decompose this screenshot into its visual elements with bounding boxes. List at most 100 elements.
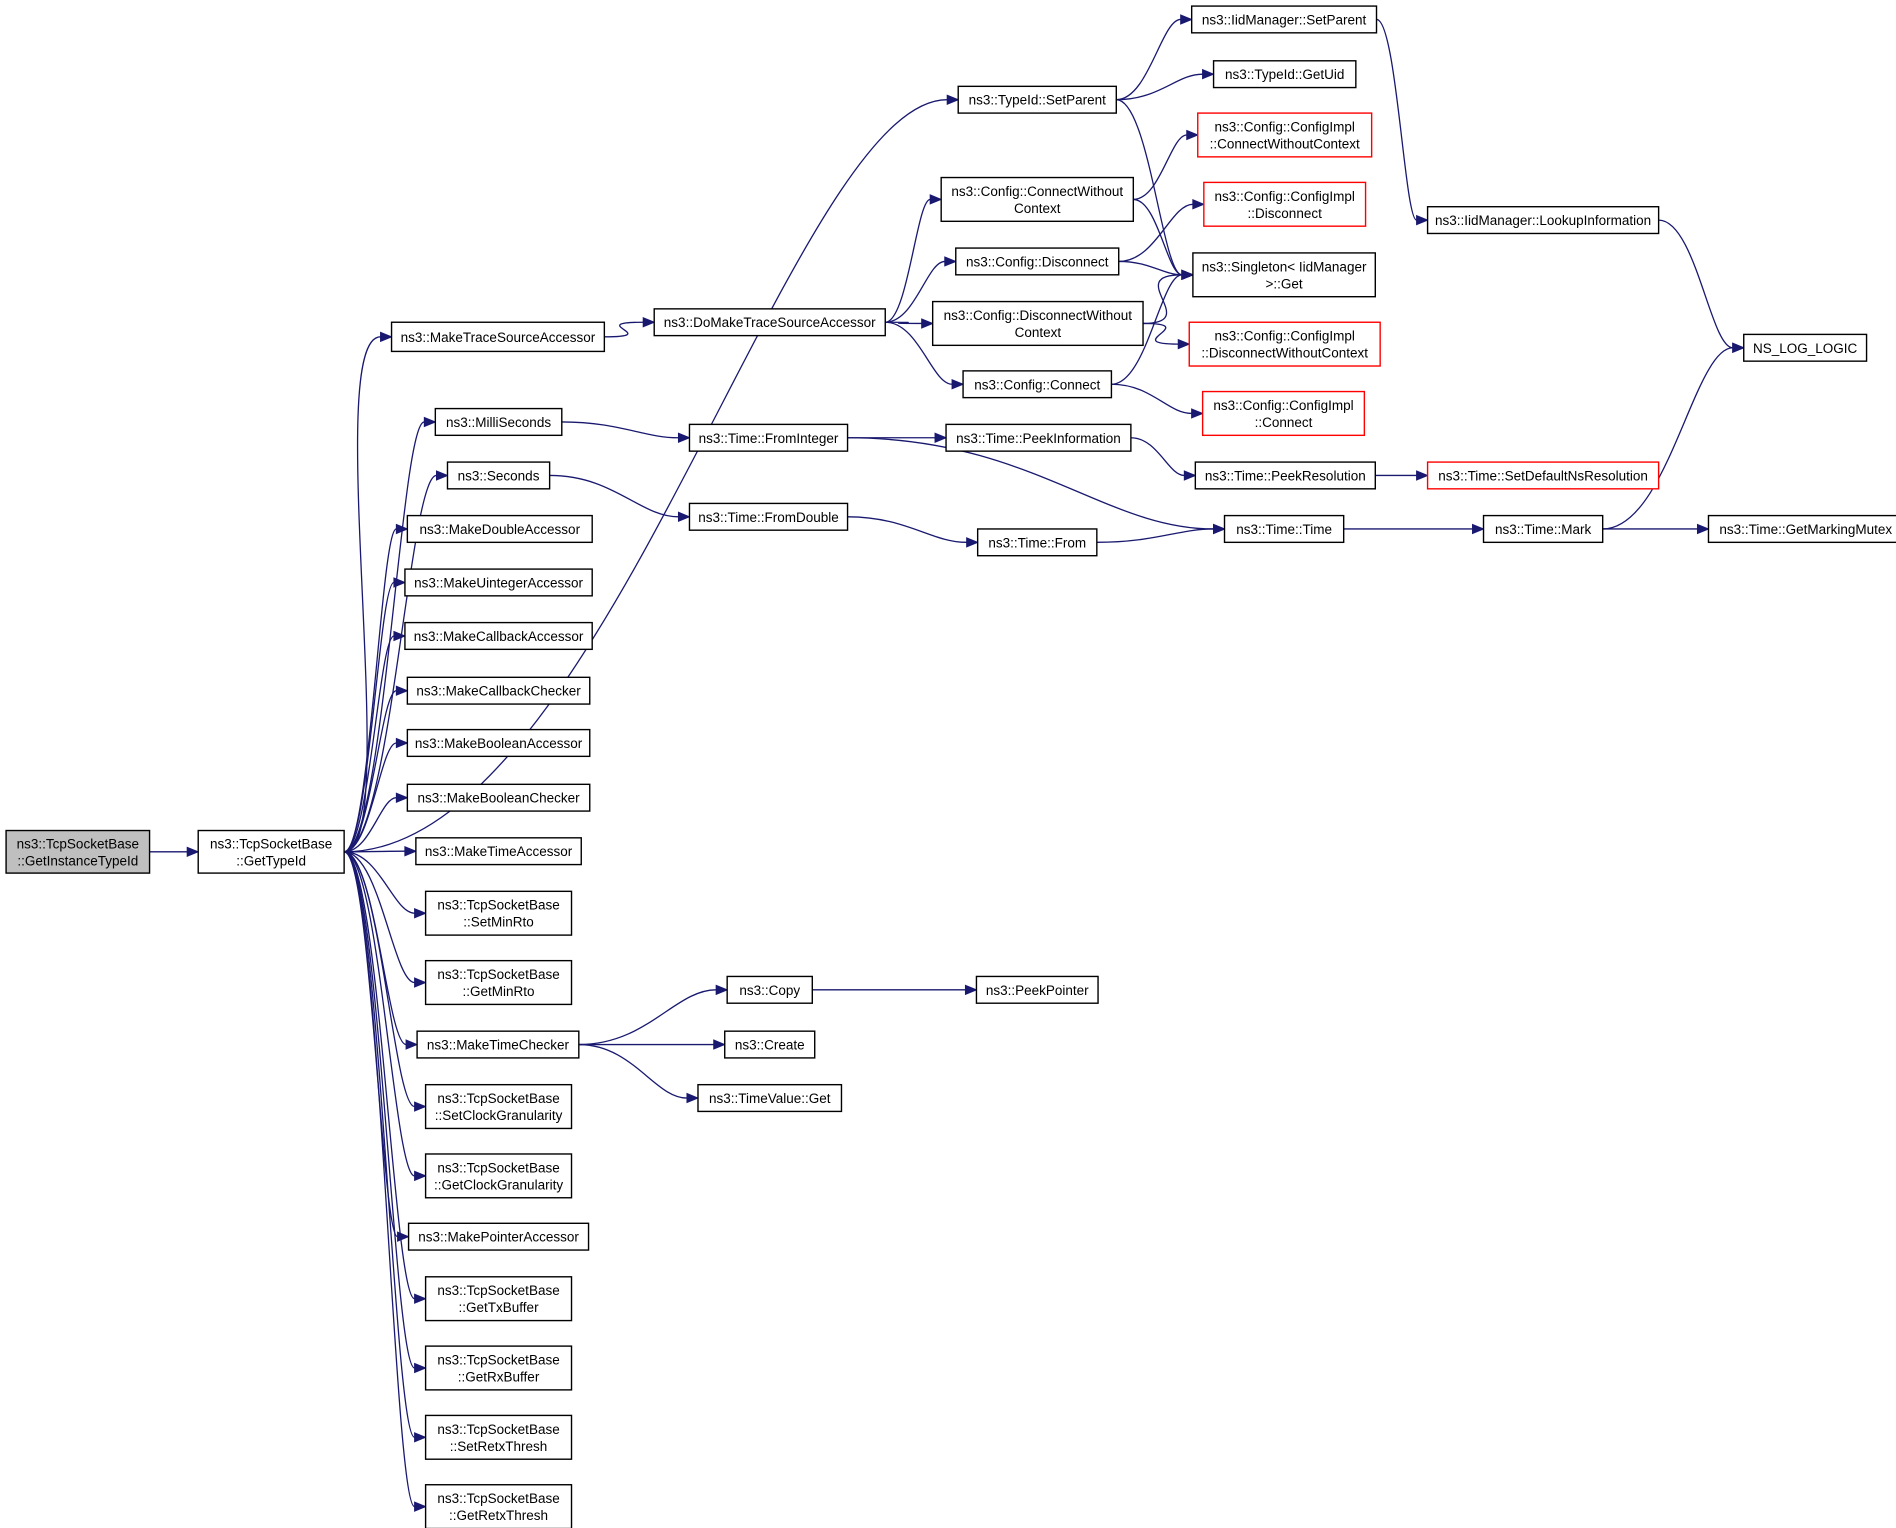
node-time-value-get[interactable]: ns3::TimeValue::Get <box>697 1083 843 1113</box>
arrowhead-icon <box>929 194 943 205</box>
node-config-disconnect-without-context[interactable]: ns3::Config::DisconnectWithoutContext <box>931 300 1144 347</box>
node-label: ::GetInstanceTypeId <box>17 853 138 868</box>
arrowhead-icon <box>1191 408 1204 419</box>
edge-make-time-checker-to-time-value-get <box>578 1043 700 1104</box>
node-box <box>957 85 1117 114</box>
node-label: ns3::MakeTimeAccessor <box>425 844 573 859</box>
node-config-connect-without-context[interactable]: ns3::Config::ConnectWithoutContext <box>940 176 1135 223</box>
edge-line <box>847 516 967 543</box>
node-make-boolean-accessor[interactable]: ns3::MakeBooleanAccessor <box>406 728 591 758</box>
node-make-time-checker[interactable]: ns3::MakeTimeChecker <box>416 1030 580 1059</box>
node-set-min-rto[interactable]: ns3::TcpSocketBase::SetMinRto <box>424 890 573 936</box>
node-time-get-marking-mutex[interactable]: ns3::Time::GetMarkingMutex <box>1707 514 1896 544</box>
node-box <box>1188 321 1381 367</box>
node-box <box>962 370 1113 399</box>
node-config-connect[interactable]: ns3::Config::Connect <box>962 370 1113 399</box>
node-time-peek-resolution[interactable]: ns3::Time::PeekResolution <box>1194 461 1376 490</box>
node-seconds[interactable]: ns3::Seconds <box>446 461 551 490</box>
arrowhead-icon <box>395 737 409 749</box>
edge-type-id-set-parent-to-type-id-get-uid <box>1116 68 1215 101</box>
node-config-disconnect[interactable]: ns3::Config::Disconnect <box>955 247 1120 276</box>
node-time-from-double[interactable]: ns3::Time::FromDouble <box>688 502 849 531</box>
node-time-time[interactable]: ns3::Time::Time <box>1223 514 1345 544</box>
node-time-set-default-ns-resolution[interactable]: ns3::Time::SetDefaultNsResolution <box>1426 461 1660 490</box>
node-peek-pointer[interactable]: ns3::PeekPointer <box>975 975 1099 1004</box>
node-label: ns3::TcpSocketBase <box>437 898 559 913</box>
node-label: ns3::TypeId::GetUid <box>1225 67 1344 82</box>
edge-time-peek-information-to-time-peek-resolution <box>1130 437 1197 481</box>
node-make-callback-accessor[interactable]: ns3::MakeCallbackAccessor <box>404 621 593 651</box>
node-make-uinteger-accessor[interactable]: ns3::MakeUintegerAccessor <box>404 568 593 597</box>
node-box <box>1194 461 1376 490</box>
arrowhead-icon <box>414 1293 427 1304</box>
node-create[interactable]: ns3::Create <box>724 1030 816 1059</box>
node-make-pointer-accessor[interactable]: ns3::MakePointerAccessor <box>407 1222 590 1251</box>
node-label: ns3::MilliSeconds <box>446 415 551 430</box>
edge-config-connect-to-singleton-get <box>1111 269 1195 385</box>
node-iid-manager-lookup-information[interactable]: ns3::IidManager::LookupInformation <box>1426 206 1660 235</box>
node-milli-seconds[interactable]: ns3::MilliSeconds <box>434 407 563 437</box>
node-config-impl-disconnect-without-context[interactable]: ns3::Config::ConfigImpl::DisconnectWitho… <box>1188 321 1381 367</box>
node-box <box>424 1414 573 1460</box>
edge-line <box>1130 437 1185 477</box>
edge-get-type-id-to-make-time-checker <box>343 851 419 1050</box>
node-time-peek-information[interactable]: ns3::Time::PeekInformation <box>945 423 1132 452</box>
edge-line <box>604 321 644 338</box>
edge-config-connect-to-config-impl-connect <box>1111 383 1204 419</box>
node-get-clock-granularity[interactable]: ns3::TcpSocketBase::GetClockGranularity <box>424 1153 573 1199</box>
node-type-id-set-parent[interactable]: ns3::TypeId::SetParent <box>957 85 1117 114</box>
node-set-clock-granularity[interactable]: ns3::TcpSocketBase::SetClockGranularity <box>424 1083 573 1130</box>
node-config-impl-connect-without-context[interactable]: ns3::Config::ConfigImpl::ConnectWithoutC… <box>1197 112 1373 158</box>
edge-config-disconnect-without-context-to-config-impl-disconnect-without-context <box>1143 322 1191 350</box>
node-label: ns3::MakeTraceSourceAccessor <box>401 330 596 345</box>
arrowhead-icon <box>1416 214 1429 226</box>
node-get-tx-buffer[interactable]: ns3::TcpSocketBase::GetTxBuffer <box>424 1276 573 1322</box>
node-singleton-get[interactable]: ns3::Singleton< IidManager>::Get <box>1192 252 1376 298</box>
node-make-boolean-checker[interactable]: ns3::MakeBooleanChecker <box>406 783 591 812</box>
node-label: ::DisconnectWithoutContext <box>1201 346 1368 361</box>
node-label: ::GetRetxThresh <box>449 1508 548 1523</box>
node-get-retx-thresh[interactable]: ns3::TcpSocketBase::GetRetxThresh <box>424 1484 573 1528</box>
node-label: ::GetRxBuffer <box>458 1370 540 1385</box>
node-do-make-trace-source-accessor[interactable]: ns3::DoMakeTraceSourceAccessor <box>653 308 886 337</box>
node-type-id-get-uid[interactable]: ns3::TypeId::GetUid <box>1212 60 1357 89</box>
node-ns-log-logic[interactable]: NS_LOG_LOGIC <box>1743 333 1868 362</box>
node-get-min-rto[interactable]: ns3::TcpSocketBase::GetMinRto <box>424 959 573 1006</box>
node-set-retx-thresh[interactable]: ns3::TcpSocketBase::SetRetxThresh <box>424 1414 573 1460</box>
node-iid-manager-set-parent[interactable]: ns3::IidManager::SetParent <box>1190 5 1378 34</box>
node-box <box>1212 60 1357 89</box>
node-copy[interactable]: ns3::Copy <box>726 975 813 1004</box>
node-time-mark[interactable]: ns3::Time::Mark <box>1482 514 1604 544</box>
edge-get-type-id-to-set-min-rto <box>344 851 427 919</box>
edge-line <box>343 851 416 1438</box>
edge-line <box>344 797 397 853</box>
arrowhead-icon <box>1472 523 1485 535</box>
node-time-from-integer[interactable]: ns3::Time::FromInteger <box>688 423 849 452</box>
node-make-double-accessor[interactable]: ns3::MakeDoubleAccessor <box>406 514 593 544</box>
arrowhead-icon <box>1416 470 1429 481</box>
edge-line <box>344 336 381 853</box>
node-box <box>406 514 593 544</box>
node-make-callback-checker[interactable]: ns3::MakeCallbackChecker <box>406 676 591 705</box>
node-get-instance-type-id[interactable]: ns3::TcpSocketBase::GetInstanceTypeId <box>5 829 151 874</box>
arrowhead-icon <box>186 846 200 858</box>
node-label: ::ConnectWithoutContext <box>1210 136 1360 151</box>
node-box <box>390 321 606 353</box>
node-make-time-accessor[interactable]: ns3::MakeTimeAccessor <box>415 837 582 866</box>
edge-do-make-trace-source-accessor-to-config-disconnect-without-context <box>885 318 934 329</box>
node-get-rx-buffer[interactable]: ns3::TcpSocketBase::GetRxBuffer <box>424 1345 573 1391</box>
arrowhead-icon <box>393 577 407 588</box>
node-make-trace-source-accessor[interactable]: ns3::MakeTraceSourceAccessor <box>390 321 606 353</box>
edge-line <box>343 421 425 853</box>
edge-time-mark-to-time-get-marking-mutex <box>1602 523 1710 535</box>
node-box <box>931 300 1144 347</box>
node-config-impl-connect[interactable]: ns3::Config::ConfigImpl::Connect <box>1201 390 1366 437</box>
node-time-from[interactable]: ns3::Time::From <box>976 528 1098 557</box>
edge-iid-manager-lookup-information-to-ns-log-logic <box>1658 219 1746 354</box>
arrowhead-icon <box>934 432 948 444</box>
node-get-type-id[interactable]: ns3::TcpSocketBase::GetTypeId <box>197 829 345 874</box>
node-label: ns3::Time::FromDouble <box>698 510 839 525</box>
node-config-impl-disconnect[interactable]: ns3::Config::ConfigImpl::Disconnect <box>1203 181 1367 227</box>
node-label: ::SetRetxThresh <box>450 1439 548 1454</box>
arrowhead-icon <box>414 1170 427 1182</box>
